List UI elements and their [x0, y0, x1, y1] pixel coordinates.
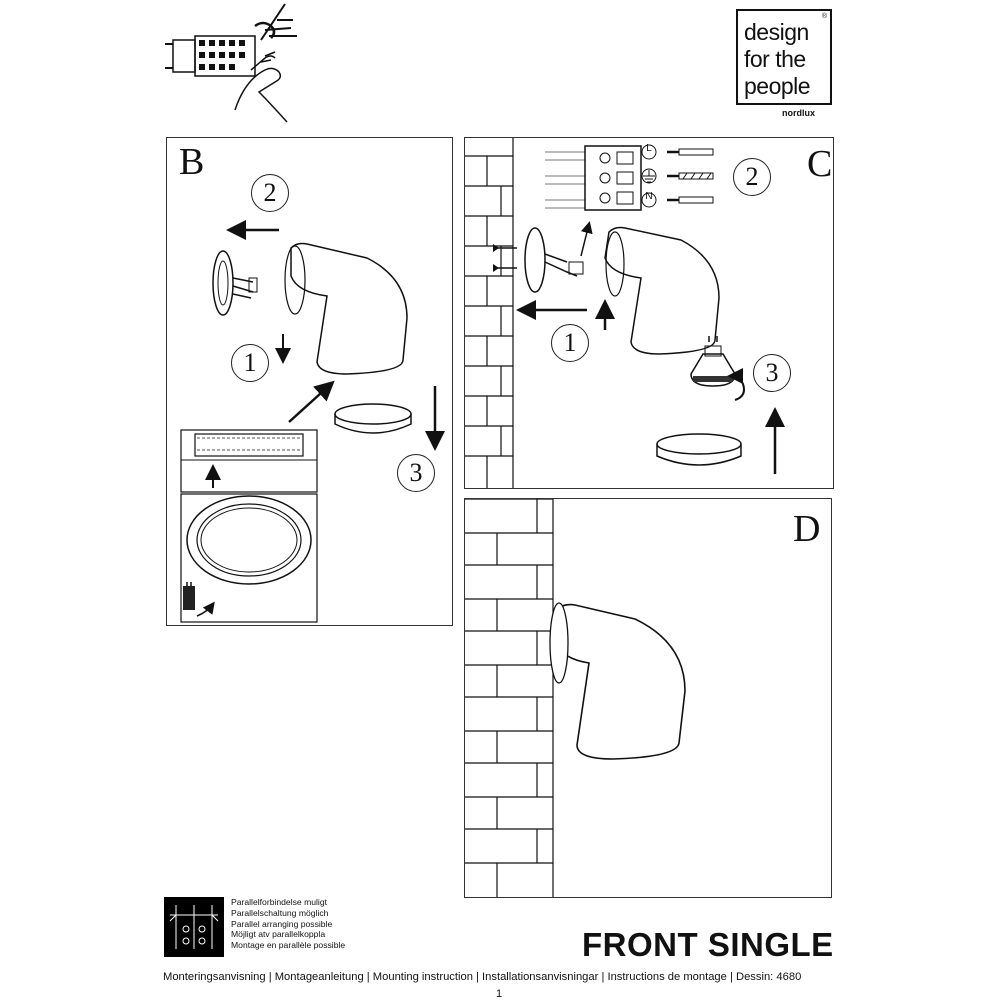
parallel-line-en: Parallel arranging possible	[231, 918, 333, 929]
parallel-connection-icon	[164, 897, 224, 957]
parallel-line-sv: Möjligt atv parallelkoppla	[231, 929, 326, 940]
panel-b-letter: B	[179, 141, 205, 183]
panel-b-step-1: 1	[231, 344, 269, 382]
parallel-line-de: Parallelschaltung möglich	[231, 907, 329, 918]
terminal-l-label: L	[646, 143, 652, 154]
terminal-n-label: N	[645, 191, 653, 202]
panel-c-step-2: 2	[733, 158, 771, 196]
footer-instructions: Monteringsanvisning | Montageanleitung |…	[163, 971, 802, 983]
product-title: FRONT SINGLE	[582, 926, 834, 963]
electrician-hand-illustration	[165, 3, 297, 123]
parallel-line-fr: Montage en parallèle possible	[231, 940, 346, 951]
panel-d-drawing	[465, 499, 686, 897]
logo-line-2: for the	[744, 46, 806, 72]
panel-d-letter: D	[793, 508, 821, 550]
page-number: 1	[496, 988, 503, 1000]
parallel-line-da: Parallelforbindelse muligt	[231, 897, 328, 907]
panel-b: B 2 1 3	[166, 137, 453, 626]
panel-c-letter: C	[807, 143, 833, 185]
panel-b-step-2: 2	[251, 174, 289, 212]
brand-sub-label: nordlux	[782, 108, 815, 118]
panel-b-drawing	[180, 220, 445, 623]
logo-line-1: design	[744, 19, 809, 45]
panel-c-step-3: 3	[753, 354, 791, 392]
panel-c-drawing	[465, 138, 785, 488]
brand-logo: ® design for the people	[736, 9, 832, 105]
registered-mark: ®	[821, 13, 827, 20]
panel-d: D	[464, 498, 832, 898]
parallel-connection-text: Parallelforbindelse muligt Parallelschal…	[231, 897, 345, 951]
panel-c: L N C 2 1 3	[464, 137, 834, 489]
panel-b-step-3: 3	[397, 454, 435, 492]
logo-line-3: people	[744, 73, 811, 99]
panel-c-step-1: 1	[551, 324, 589, 362]
